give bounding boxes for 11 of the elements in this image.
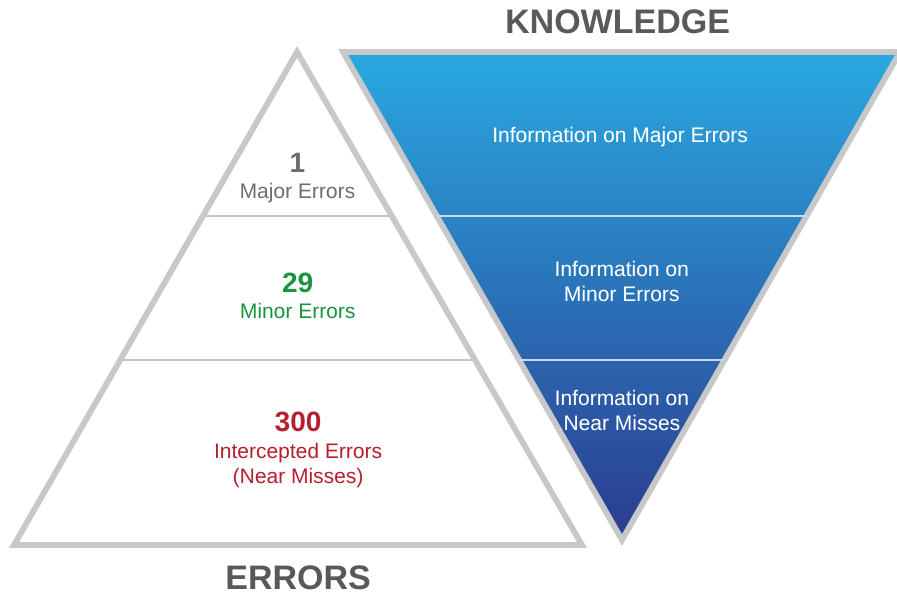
pyramid-heading: ERRORS — [224, 558, 372, 593]
count-number: 300 — [274, 405, 322, 439]
band-label: Information on Near Misses — [554, 386, 690, 436]
category-label: Intercepted Errors (Near Misses) — [212, 438, 384, 489]
band-label: Information on Minor Errors — [554, 256, 690, 308]
count-number: 29 — [282, 266, 314, 300]
count-number: 1 — [290, 146, 306, 180]
band-label: Information on Major Errors — [492, 123, 748, 149]
funnel-heading: KNOWLEDGE — [504, 2, 731, 42]
category-label: Minor Errors — [240, 299, 356, 324]
category-label: Major Errors — [240, 179, 356, 204]
